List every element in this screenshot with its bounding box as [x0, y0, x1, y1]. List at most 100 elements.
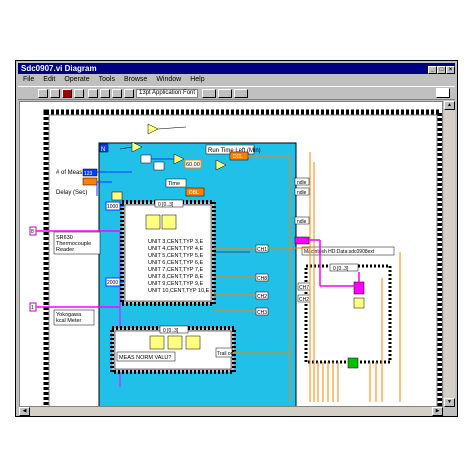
thermocouple-label-line2: Thermocouple: [56, 241, 91, 247]
const-60-label: 60.00: [186, 162, 200, 168]
ch7-label: CH7: [299, 285, 309, 291]
abort-icon[interactable]: [62, 89, 72, 98]
scroll-down-button[interactable]: ▼: [444, 398, 455, 407]
seq-selector-right-label: 0 [0..3]: [333, 266, 349, 272]
menu-bar: File Edit Operate Tools Browse Window He…: [18, 75, 455, 85]
menu-tools[interactable]: Tools: [98, 76, 115, 83]
gpib-write-icon-2[interactable]: [149, 335, 165, 350]
maximize-button[interactable]: □: [437, 66, 446, 74]
menu-help[interactable]: Help: [190, 76, 205, 83]
seq-selector-inner[interactable]: [159, 325, 189, 334]
menu-window[interactable]: Window: [156, 76, 182, 83]
horizontal-scrollbar[interactable]: ◀ ▶: [19, 407, 443, 416]
scroll-up-button[interactable]: ▲: [444, 101, 455, 110]
vertical-scrollbar[interactable]: ▲ ▼: [444, 101, 455, 407]
unit-string-9: UNIT 9,CENT,TYP 9,E: [148, 281, 203, 287]
run-arrow-icon[interactable]: [38, 89, 48, 98]
outer-sequence-frame: [43, 109, 442, 406]
dbl-terminal[interactable]: [82, 177, 98, 186]
meas-count-value: 123: [84, 171, 93, 177]
multiply-icon[interactable]: [153, 161, 165, 171]
unit-string-3: UNIT 3,CENT,TYP 3,E: [148, 239, 203, 245]
meas-norm-valu-box[interactable]: [116, 351, 176, 362]
align-objects-icon[interactable]: [202, 89, 216, 98]
distribute-objects-icon[interactable]: [218, 89, 232, 98]
reorder-icon[interactable]: [234, 89, 248, 98]
minimize-button[interactable]: _: [428, 66, 437, 74]
font-selector[interactable]: 13pt Application Font: [136, 89, 198, 98]
pause-icon[interactable]: [74, 89, 84, 98]
highlight-execution-icon[interactable]: [88, 89, 98, 98]
run-continuous-icon[interactable]: [50, 89, 60, 98]
ch1-label: CH1: [257, 247, 267, 253]
unit-strings: UNIT 3,CENT,TYP 3,E UNIT 4,CENT,TYP 4,E …: [148, 239, 210, 294]
file-handle-3-label: ndle: [297, 219, 307, 225]
thermocouple-label-line3: Reader: [56, 247, 74, 253]
wait-ms-icon[interactable]: [111, 191, 123, 201]
file-handle-3[interactable]: [294, 216, 310, 225]
unit-string-5: UNIT 5,CENT,TYP 5,E: [148, 253, 203, 259]
time-label: Time: [168, 181, 180, 187]
step-into-icon[interactable]: [100, 89, 110, 98]
close-button[interactable]: ×: [446, 66, 455, 74]
menu-edit[interactable]: Edit: [43, 76, 56, 83]
gpib-read-icon[interactable]: [161, 214, 177, 230]
vi-icon[interactable]: [436, 88, 450, 98]
gpib-write-icon[interactable]: [145, 214, 161, 230]
scroll-right-button[interactable]: ▶: [432, 407, 443, 416]
loop-count-terminal[interactable]: [99, 143, 109, 153]
ch2-label: CH2: [257, 294, 267, 300]
seq-selector-top-label: 0 [0..3]: [158, 202, 174, 208]
green-terminal[interactable]: [347, 357, 359, 369]
unit-string-7: UNIT 7,CENT,TYP 7,E: [148, 267, 203, 273]
window-title: Sdc0907.vi Diagram: [21, 64, 97, 73]
right-sequence-frame[interactable]: [304, 264, 392, 364]
scan-from-string-icon[interactable]: [185, 335, 201, 350]
ch3-label: CH3: [257, 310, 267, 316]
scroll-left-button[interactable]: ◀: [19, 407, 30, 416]
const-1000-label: 1000: [107, 204, 118, 210]
const-60-box[interactable]: [184, 159, 202, 169]
pink-terminal[interactable]: [294, 236, 310, 245]
block-diagram[interactable]: N Run Time Left (Min) # of Meas 123 Dela…: [19, 101, 443, 407]
file-path-constant[interactable]: [301, 246, 395, 256]
file-path-label: Macintosh HD:Data:sdc0908ext: [304, 249, 375, 255]
gpib-read-icon-2[interactable]: [167, 335, 183, 350]
increment-icon[interactable]: [147, 123, 159, 135]
write-file-icon[interactable]: [353, 297, 365, 309]
step-over-icon[interactable]: [112, 89, 122, 98]
dbl-out-1-label: DBL: [233, 154, 243, 160]
meas-count-label: # of Meas: [56, 170, 82, 176]
const-2000-label: 2000: [107, 280, 118, 286]
concat-string-icon[interactable]: [353, 281, 365, 295]
step-out-icon[interactable]: [124, 89, 134, 98]
file-handle-1[interactable]: [294, 177, 310, 186]
compare-icon[interactable]: [140, 154, 152, 164]
diagram-window: Sdc0907.vi Diagram _ □ × File Edit Opera…: [15, 60, 458, 417]
thermocouple-label-line1: SR630: [56, 235, 73, 241]
seq-selector-top[interactable]: [154, 199, 184, 208]
menu-operate[interactable]: Operate: [64, 76, 90, 83]
outer-sequence-inner-border: [48, 114, 438, 406]
diagram-svg: N Run Time Left (Min) # of Meas 123 Dela…: [29, 109, 442, 406]
unit-string-8: UNIT 8,CENT,TYP 8,E: [148, 274, 203, 280]
time-indicator[interactable]: [165, 178, 187, 188]
ch8-label: CH8: [257, 276, 267, 282]
title-bar[interactable]: Sdc0907.vi Diagram _ □ ×: [18, 63, 455, 74]
unit-string-6: UNIT 6,CENT,TYP 6,E: [148, 260, 203, 266]
yokogawa-label-box: [53, 309, 95, 326]
menu-browse[interactable]: Browse: [123, 76, 148, 83]
run-time-left-label: Run Time Left (Min): [208, 148, 261, 154]
pink-wires: [309, 239, 360, 287]
dbl-out-2[interactable]: [185, 187, 205, 197]
unit-string-4: UNIT 4,CENT,TYP 4,E: [148, 246, 203, 252]
seq-selector-right[interactable]: [329, 263, 359, 272]
trail-on-box[interactable]: [215, 347, 233, 358]
toolbar: 13pt Application Font: [18, 86, 455, 100]
blue-wires: [96, 158, 174, 283]
file-handle-1-label: ndle: [297, 180, 307, 186]
menu-file[interactable]: File: [23, 76, 35, 83]
file-handle-2-label: ndle: [297, 190, 307, 196]
subtract-icon[interactable]: [215, 159, 227, 171]
file-handle-2[interactable]: [294, 187, 310, 196]
